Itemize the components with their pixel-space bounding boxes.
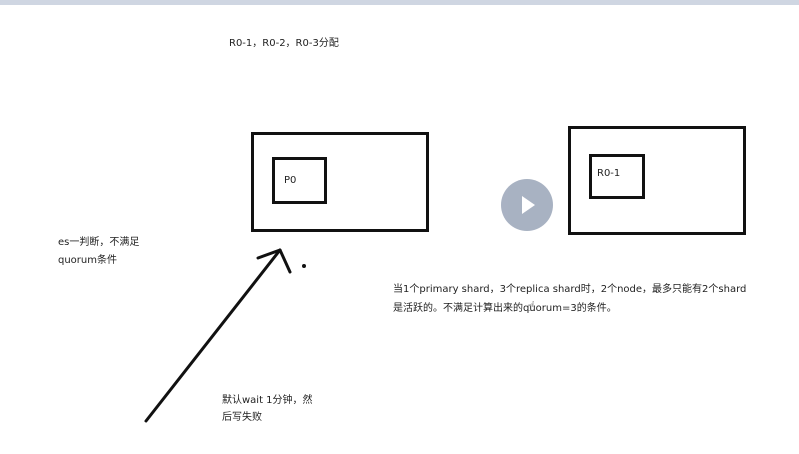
- explanation-line1: 当1个primary shard，3个replica shard时，2个node…: [393, 284, 747, 295]
- write-arrow-head: [256, 248, 292, 274]
- write-arrow-line: [144, 248, 282, 423]
- play-icon: [522, 196, 535, 214]
- shard-p0-label: P0: [284, 175, 297, 186]
- allocation-note: R0-1，R0-2，R0-3分配: [229, 38, 339, 49]
- shard-p0-box: [272, 157, 327, 204]
- node-2-box: [568, 126, 746, 235]
- explanation-line2: 是活跃的。不满足计算出来的quorum=3的条件。: [393, 303, 617, 314]
- wait-note-line1: 默认wait 1分钟，然: [222, 395, 313, 406]
- ink-dot: [302, 264, 306, 268]
- quorum-fail-note-line2: quorum条件: [58, 255, 117, 266]
- mouse-cursor-icon: ☝: [527, 299, 536, 315]
- node-1-box: [251, 132, 429, 232]
- top-bar: [0, 0, 799, 5]
- wait-note-line2: 后写失败: [222, 412, 262, 423]
- play-button[interactable]: [501, 179, 553, 231]
- shard-r0-1-box: [589, 154, 645, 199]
- shard-r0-1-label: R0-1: [597, 168, 621, 179]
- quorum-fail-note-line1: es一判断，不满足: [58, 237, 140, 248]
